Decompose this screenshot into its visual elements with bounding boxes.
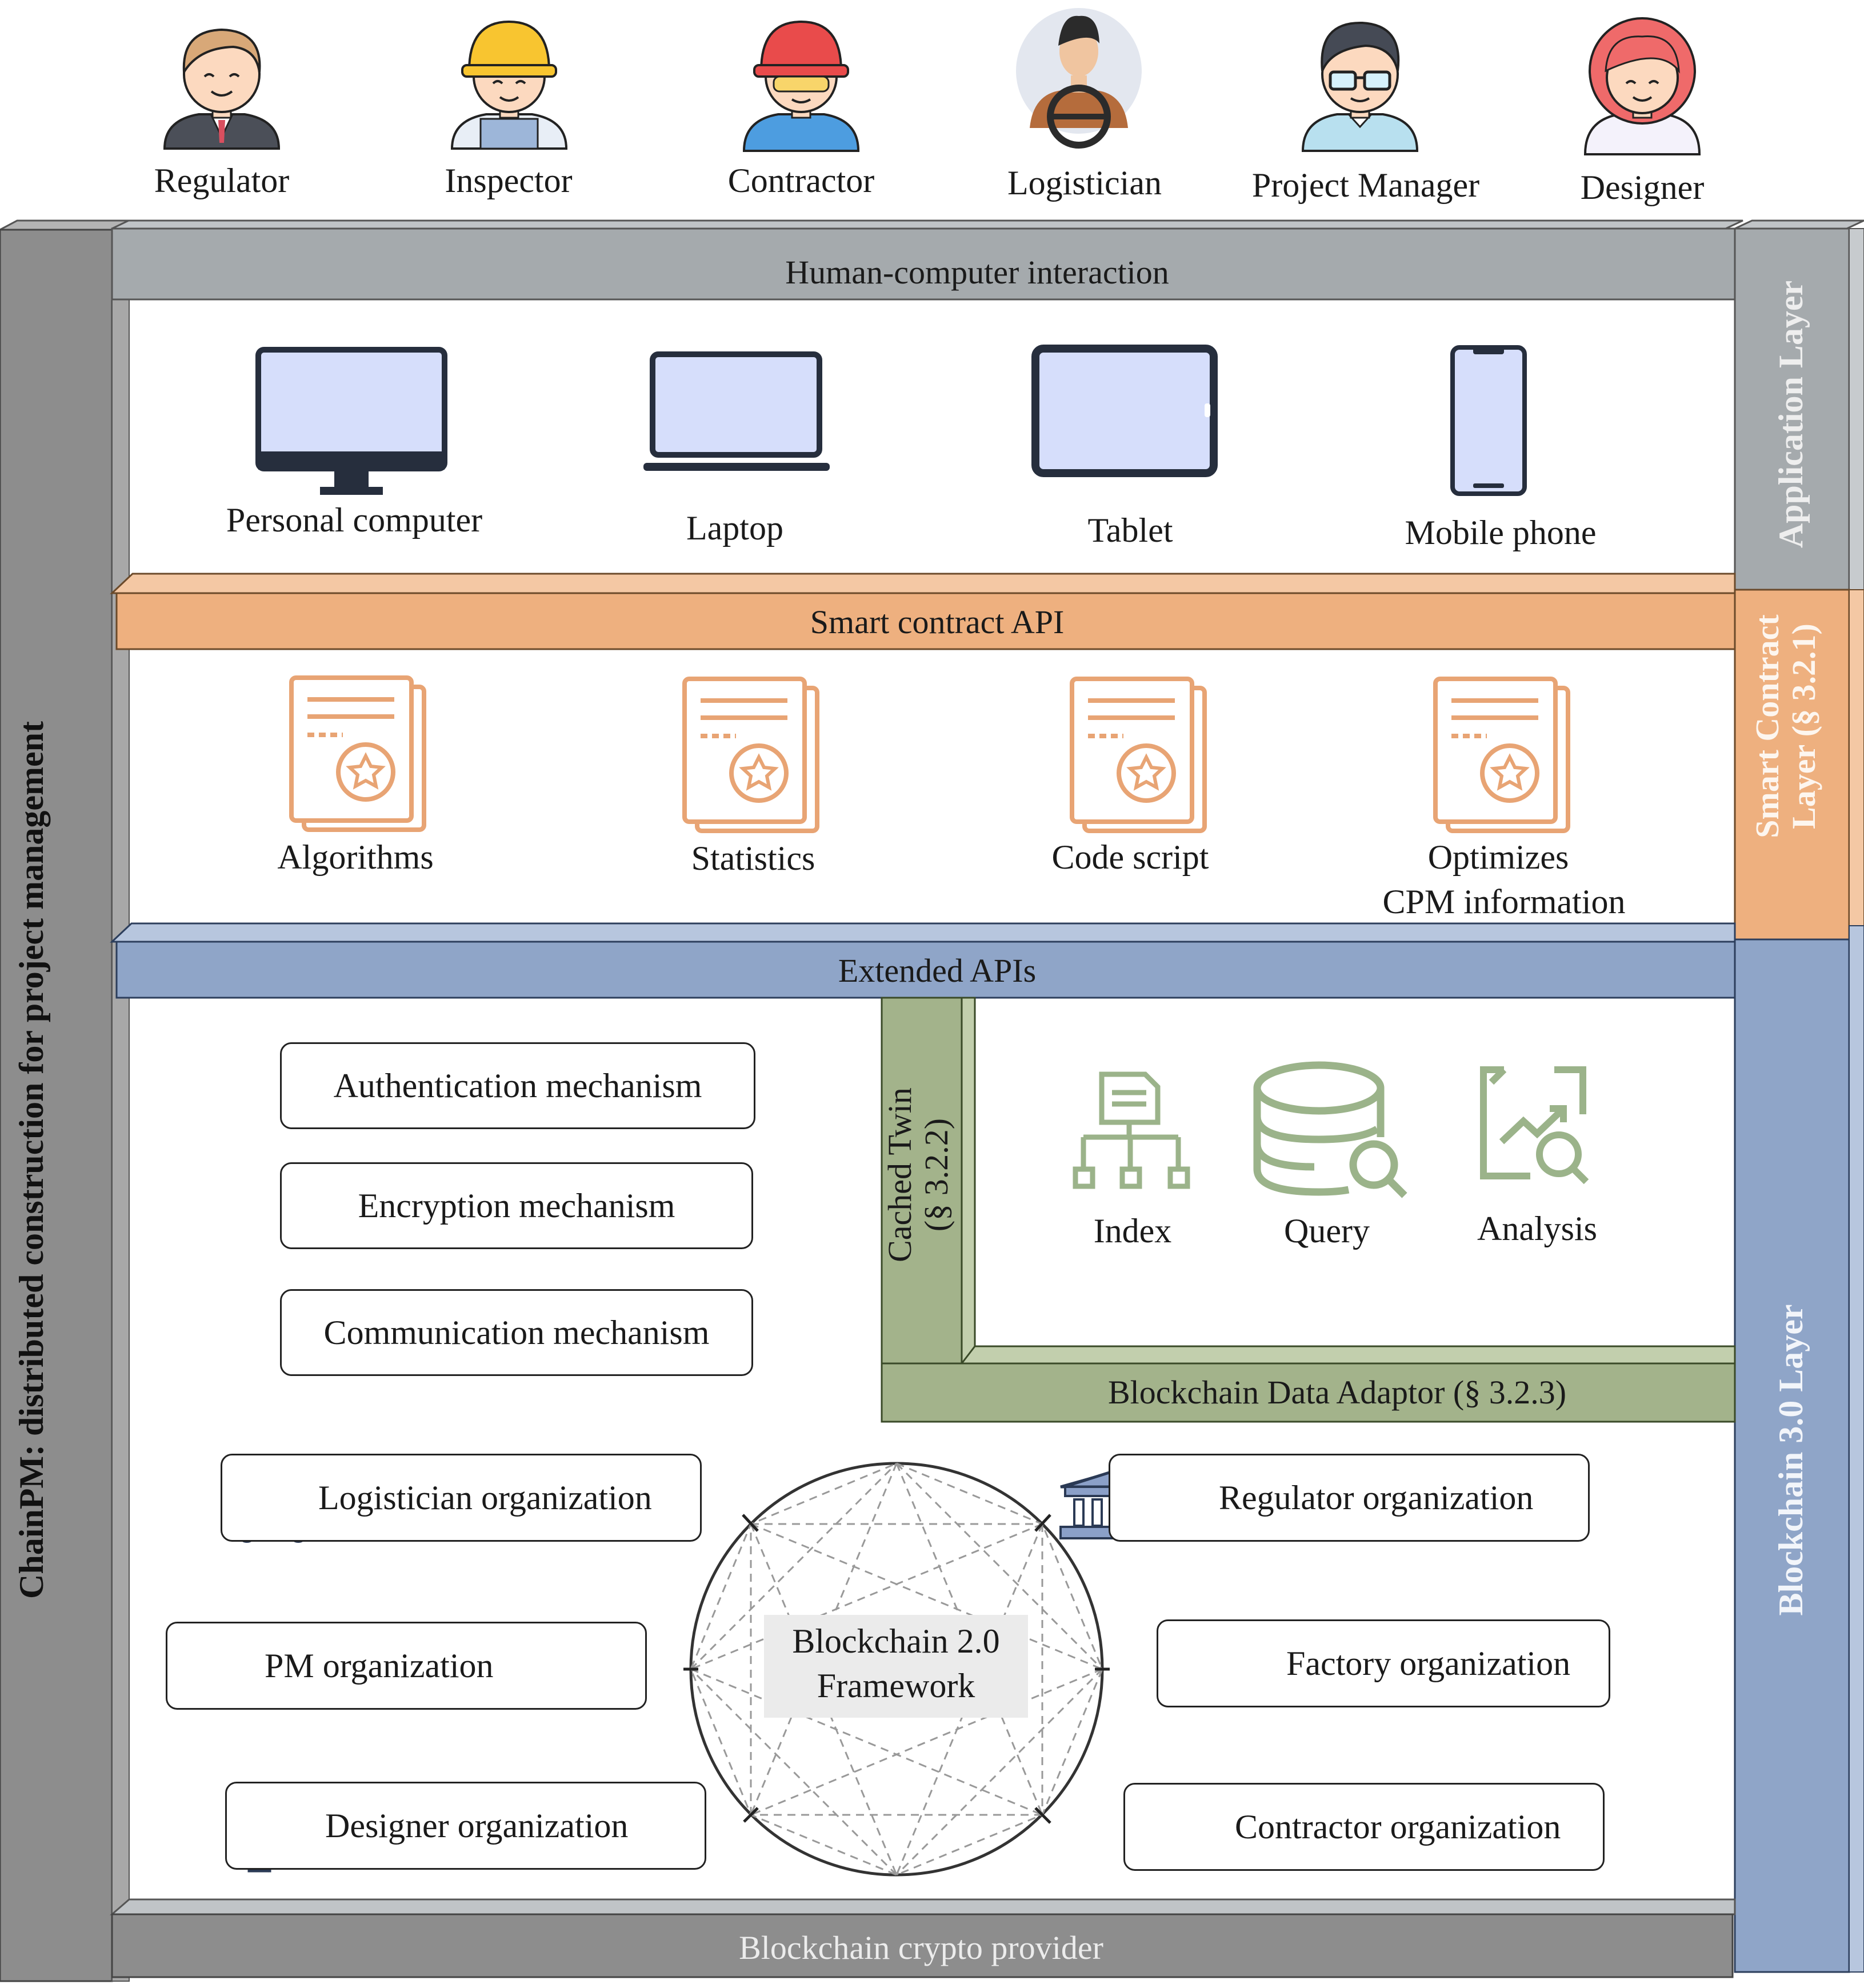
framework-label-line2: Framework [817,1667,975,1705]
blockchain-crypto-provider-bar [111,1913,1734,1978]
device-label-laptop: Laptop [686,509,783,547]
authentication-mechanism-box: Authentication mechanism [280,1042,755,1129]
cached-twin-label: Cached Twin (§ 3.2.2) [881,1003,962,1346]
algorithms-contract-icon [291,678,424,830]
logistician-avatar-icon [1016,8,1142,149]
blockchain-layer-bar [1734,938,1850,1973]
pm-organization-box: PM organization [166,1622,647,1710]
contractor-organization-label: Contractor organization [1235,1808,1561,1846]
optimizes-cpm-contract-icon [1435,679,1568,831]
role-label-contractor: Contractor [727,162,875,199]
designer-organization-box: Designer organization [225,1782,706,1870]
factory-organization-label: Factory organization [1286,1645,1571,1682]
twin-label-query: Query [1284,1212,1370,1250]
smart-contract-layer-label-line2: Layer (§ 3.2.1) [1785,623,1822,829]
contract-label-optimizes-line1: Optimizes [1427,838,1569,876]
tablet-icon [1031,345,1218,477]
blockchain-crypto-provider-label: Blockchain crypto provider [739,1929,1103,1966]
contract-label-algorithms: Algorithms [277,838,434,876]
framework-label-line1: Blockchain 2.0 [792,1622,1000,1660]
device-label-mobile-phone: Mobile phone [1405,514,1597,551]
laptop-icon [643,351,830,471]
encryption-mechanism-box: Encryption mechanism [280,1162,753,1249]
extended-apis-bar [115,941,1736,999]
communication-mechanism-box: Communication mechanism [280,1289,753,1376]
pm-organization-label: PM organization [265,1647,494,1685]
human-computer-interaction-label: Human-computer interaction [785,254,1169,291]
cached-twin-label-line1: Cached Twin [881,1087,918,1262]
smart-contract-layer-bar [1734,589,1850,941]
regulator-organization-label: Regulator organization [1219,1479,1534,1517]
device-label-tablet: Tablet [1087,511,1173,549]
smart-contract-layer-label-line1: Smart Contract [1749,614,1786,838]
device-label-personal-computer: Personal computer [226,501,483,539]
logistician-organization-label: Logistician organization [318,1479,652,1517]
analysis-chart-icon [1480,1066,1589,1185]
role-label-logistician: Logistician [1007,164,1162,202]
statistics-contract-icon [685,679,817,831]
blockchain-layer-label: Blockchain 3.0 Layer [1772,1304,1810,1616]
role-label-project-manager: Project Manager [1251,166,1480,204]
database-query-icon [1253,1061,1407,1198]
left-bar-top [0,219,130,231]
twin-label-index: Index [1093,1212,1172,1250]
role-label-designer: Designer [1580,169,1705,206]
smart-contract-api-label: Smart contract API [810,603,1065,641]
twin-label-analysis: Analysis [1477,1210,1597,1247]
logistician-organization-box: Logistician organization [221,1454,702,1542]
smart-contract-layer-label: Smart Contract Layer (§ 3.2.1) [1749,589,1835,863]
application-layer-label: Application Layer [1772,280,1810,549]
index-hierarchy-icon [1073,1071,1190,1189]
role-label-inspector: Inspector [445,162,573,199]
blockchain-network-graphic [683,1462,1110,1877]
left-framework-bar [0,229,113,1982]
human-computer-interaction-bar [111,227,1736,301]
project-manager-avatar-icon [1301,21,1419,152]
cached-twin-label-line2: (§ 3.2.2) [917,1118,955,1232]
regulator-organization-box: Regulator organization [1109,1454,1590,1542]
contract-label-statistics: Statistics [691,839,815,877]
code-script-contract-icon [1072,679,1205,831]
cached-twin-bar [881,997,963,1365]
mobile-phone-icon [1450,345,1527,496]
contractor-avatar-icon [742,20,860,152]
framework-title: ChainPM: distributed construction for pr… [13,721,50,1599]
role-label-regulator: Regulator [154,162,290,199]
contract-label-optimizes-line2: CPM information [1382,883,1626,921]
contract-label-code-script: Code script [1051,838,1209,876]
extended-apis-label: Extended APIs [838,952,1037,989]
inspector-avatar-icon [450,20,568,150]
contractor-organization-box: Contractor organization [1123,1783,1605,1871]
designer-avatar-icon [1583,17,1701,155]
desktop-monitor-icon [255,347,447,495]
blockchain-data-adaptor-bar [881,1362,1736,1423]
designer-organization-label: Designer organization [325,1807,629,1845]
regulator-avatar-icon [163,28,281,150]
blockchain-data-adaptor-label: Blockchain Data Adaptor (§ 3.2.3) [1107,1374,1567,1411]
factory-organization-box: Factory organization [1157,1619,1610,1707]
